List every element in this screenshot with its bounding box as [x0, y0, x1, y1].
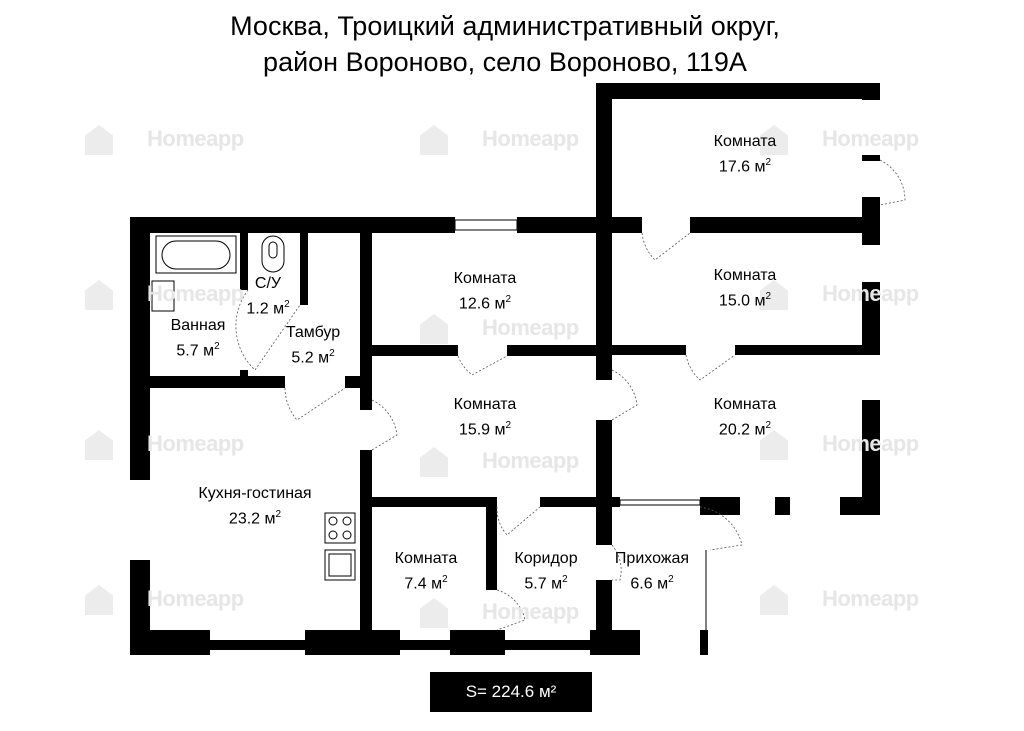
fixtures	[151, 219, 707, 630]
house-logo-icon	[85, 125, 113, 155]
watermark: Homeapp	[85, 280, 244, 310]
house-logo-icon	[420, 314, 448, 344]
kitchen-sink-icon	[324, 549, 356, 581]
house-logo-icon	[760, 585, 788, 615]
window	[454, 219, 518, 231]
watermark: Homeapp	[85, 585, 244, 615]
watermark: Homeapp	[760, 430, 919, 460]
house-logo-icon	[420, 125, 448, 155]
bathtub-icon	[155, 235, 237, 274]
toilet-icon	[261, 235, 285, 273]
house-logo-icon	[420, 447, 448, 477]
watermark: Homeapp	[760, 585, 919, 615]
watermark: Homeapp	[760, 125, 919, 155]
walls	[130, 83, 880, 655]
house-logo-icon	[420, 598, 448, 628]
watermark: Homeapp	[85, 125, 244, 155]
house-logo-icon	[85, 430, 113, 460]
total-area-badge: S= 224.6 м²	[430, 672, 592, 712]
sink-icon	[151, 280, 175, 312]
house-logo-icon	[85, 585, 113, 615]
watermark: Homeapp	[420, 598, 579, 628]
watermark: Homeapp	[420, 125, 579, 155]
watermark: Homeapp	[85, 430, 244, 460]
address-line-2: район Вороново, село Вороново, 119А	[263, 47, 747, 77]
watermark: Homeapp	[760, 280, 919, 310]
house-logo-icon	[85, 280, 113, 310]
window	[619, 499, 701, 506]
watermark: Homeapp	[420, 447, 579, 477]
door-swings	[235, 159, 906, 631]
stove-icon	[324, 512, 356, 544]
address-line-1: Москва, Троицкий административный округ,	[230, 11, 780, 41]
address-title: Москва, Троицкий административный округ,…	[0, 8, 1010, 80]
watermark: Homeapp	[420, 314, 579, 344]
